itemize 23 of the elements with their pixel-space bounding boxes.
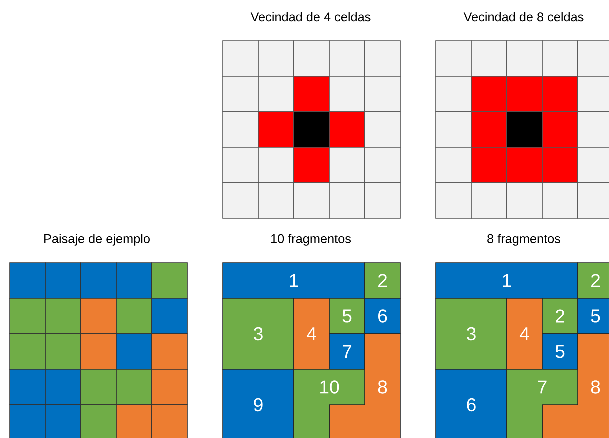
fragment: 6: [364, 298, 401, 334]
grid-title: 10 fragmentos: [271, 234, 352, 246]
fragment: 7: [506, 369, 578, 438]
fragment: 7: [329, 334, 366, 370]
fragment: 4: [294, 298, 330, 370]
fragment: 2: [542, 298, 578, 334]
fragment: 5: [329, 298, 366, 334]
fragment: 5: [542, 334, 578, 370]
fragment: 3: [436, 298, 508, 370]
grid-title: Vecindad de 8 celdas: [464, 12, 584, 22]
fragment: 5: [578, 298, 609, 334]
grid-title: 8 fragmentos: [488, 234, 560, 246]
fragment: 4: [506, 298, 543, 370]
fragment: 1: [222, 262, 366, 299]
fragment: 6: [436, 369, 508, 438]
grid-title: Vecindad de 4 celdas: [250, 12, 371, 22]
fragment: 2: [578, 262, 609, 299]
grid-title: Paisaje de ejemplo: [44, 234, 150, 246]
fragment: 3: [222, 298, 294, 370]
fragment: 10: [294, 369, 366, 438]
fragment: 1: [436, 262, 578, 299]
fragment: 2: [364, 262, 401, 299]
fragment: 9: [222, 369, 294, 438]
